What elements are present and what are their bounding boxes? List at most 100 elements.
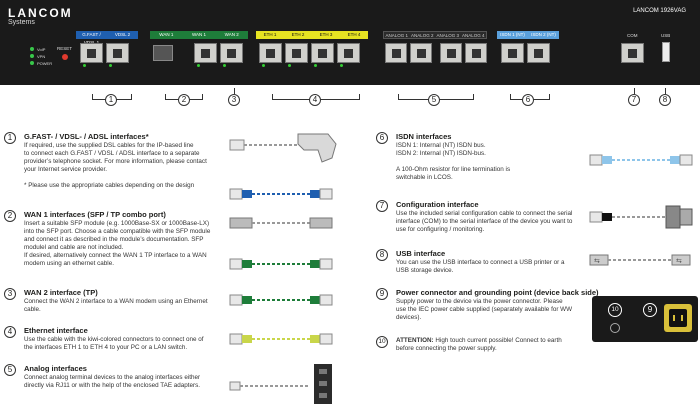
eth-port[interactable] [337,43,360,67]
port-group-title-dsl: G.FAST / VDSL 1 VDSL 2 [76,31,138,45]
item-line: directly via RJ11 or with the help of th… [24,382,201,389]
item-line: A 100-Ohm resistor for line termination … [396,166,511,173]
callout-2: 2 [178,94,190,106]
com-label: COM [627,33,638,38]
item-title: Power connector and grounding point (dev… [396,288,599,297]
back-callout-10: 10 [608,303,622,317]
port-label: WAN 1 [159,32,174,37]
eth-port[interactable] [311,43,334,67]
led-icon [30,61,34,65]
item-line: modem using an ethernet cable. [24,260,114,267]
item-title: Configuration interface [396,200,479,209]
dsl-blue-cable-illustration [229,188,333,200]
item-title: G.FAST- / VDSL- / ADSL interfaces* [24,132,149,141]
usb-label: USB [661,33,671,38]
back-callout-9: 9 [643,303,657,317]
port-group-isdn [501,43,553,63]
item-line: the interfaces ETH 1 to ETH 4 to your PC… [24,344,188,351]
isdn-port[interactable] [527,43,550,63]
dsl-port[interactable] [106,43,129,67]
callout-1: 1 [105,94,117,106]
analog-port[interactable] [385,43,407,63]
usb-port[interactable] [662,42,670,62]
item-body: You can use the USB interface to connect… [396,259,564,275]
item-line: Use the cable with the kiwi-colored conn… [24,336,204,343]
tick-com [634,88,635,94]
device-model: LANCOM 1926VAG [633,8,686,14]
item-line: use for configuring / monitoring. [396,226,485,233]
brand-sub: Systems [8,19,35,26]
port-label: WAN 1 [191,32,207,37]
item-line: If required, use the supplied DSL cables… [24,142,194,149]
item-number: 1 [4,132,16,144]
com-port[interactable] [621,43,644,63]
port-group-eth [259,43,363,67]
item-line: You can use the USB interface to connect… [396,259,565,266]
analog-port[interactable] [440,43,462,63]
attention-text: High touch current possible! Connect to … [435,337,562,344]
power-connector[interactable] [664,304,692,332]
port-label: WAN 2 [224,32,239,37]
port-label: ISDN 1 (NT) [500,32,525,37]
item-number: 5 [4,364,16,376]
port-label: ISDN 2 (NT) [531,32,556,37]
port-group-wan [194,43,246,67]
item-line: devices). [396,314,422,321]
item-line: USB storage device. [396,267,454,274]
port-label: ETH 1 [263,32,277,37]
serial-cable-illustration [589,205,693,229]
eth-port[interactable] [259,43,282,67]
led-icon [30,47,34,51]
svg-text:⇆: ⇆ [676,258,682,265]
item-body: If required, use the supplied DSL cables… [24,142,207,190]
sfp-port[interactable] [153,45,173,61]
item-number: 2 [4,210,16,222]
led-label-vpn: VPN [37,53,46,59]
port-label: ETH 3 [319,32,333,37]
item-line: cable. [24,306,41,313]
device-front-panel: LANCOM Systems LANCOM 1926VAG VoIP VPN P… [0,0,700,85]
item-line: Supply power to the device via the power… [396,298,563,305]
tick-usb [665,88,666,94]
item-number: 9 [376,288,388,300]
port-group-dsl [80,43,132,67]
item-title: USB interface [396,249,446,258]
item-line: ISDN 2: Internal (NT) ISDN-bus. [396,150,486,157]
tick-wan2 [234,88,235,94]
item-line: Connect the WAN 2 interface to a WAN mod… [24,298,208,305]
callout-3: 3 [228,94,240,106]
item-number: 8 [376,249,388,261]
item-body: ISDN 1: Internal (NT) ISDN bus. ISDN 2: … [396,142,510,182]
port-label: ANALOG 2 [410,33,434,38]
wan2-cable-illustration [229,294,333,306]
item-line: If desired, alternatively connect the WA… [24,252,207,259]
item-number: 10 [376,336,388,348]
port-label: VDSL 2 [114,32,131,37]
item-body: Connect analog terminal devices to the a… [24,374,200,390]
item-title: WAN 2 interface (TP) [24,288,98,297]
grounding-point-icon[interactable] [610,323,620,333]
isdn-port[interactable] [501,43,524,63]
item-number: 6 [376,132,388,144]
item-body: Connect the WAN 2 interface to a WAN mod… [24,298,208,314]
led-icon [30,54,34,58]
dsl-port[interactable] [80,43,103,67]
item-body: Use the included serial configuration ca… [396,210,572,234]
led-label-voip: VoIP [37,46,46,52]
item-line: switchable in LCOS. [396,174,453,181]
item-body: ATTENTION: High touch current possible! … [396,337,562,353]
analog-port[interactable] [410,43,432,63]
wan-port[interactable] [220,43,243,67]
led-label-power: POWER [37,60,53,66]
port-label: ANALOG 3 [436,33,459,38]
item-line: modulel and cable are not included. [24,244,124,251]
reset-label: RESET [57,46,73,51]
eth-port[interactable] [285,43,308,67]
item-line: ISDN 1: Internal (NT) ISDN bus. [396,142,486,149]
analog-port[interactable] [465,43,487,63]
callout-8: 8 [659,94,671,106]
wan-port[interactable] [194,43,217,67]
item-line: Use the included serial configuration ca… [396,210,573,217]
usb-cable-illustration: ⇆ ⇆ [589,254,691,266]
reset-button[interactable] [62,54,68,60]
